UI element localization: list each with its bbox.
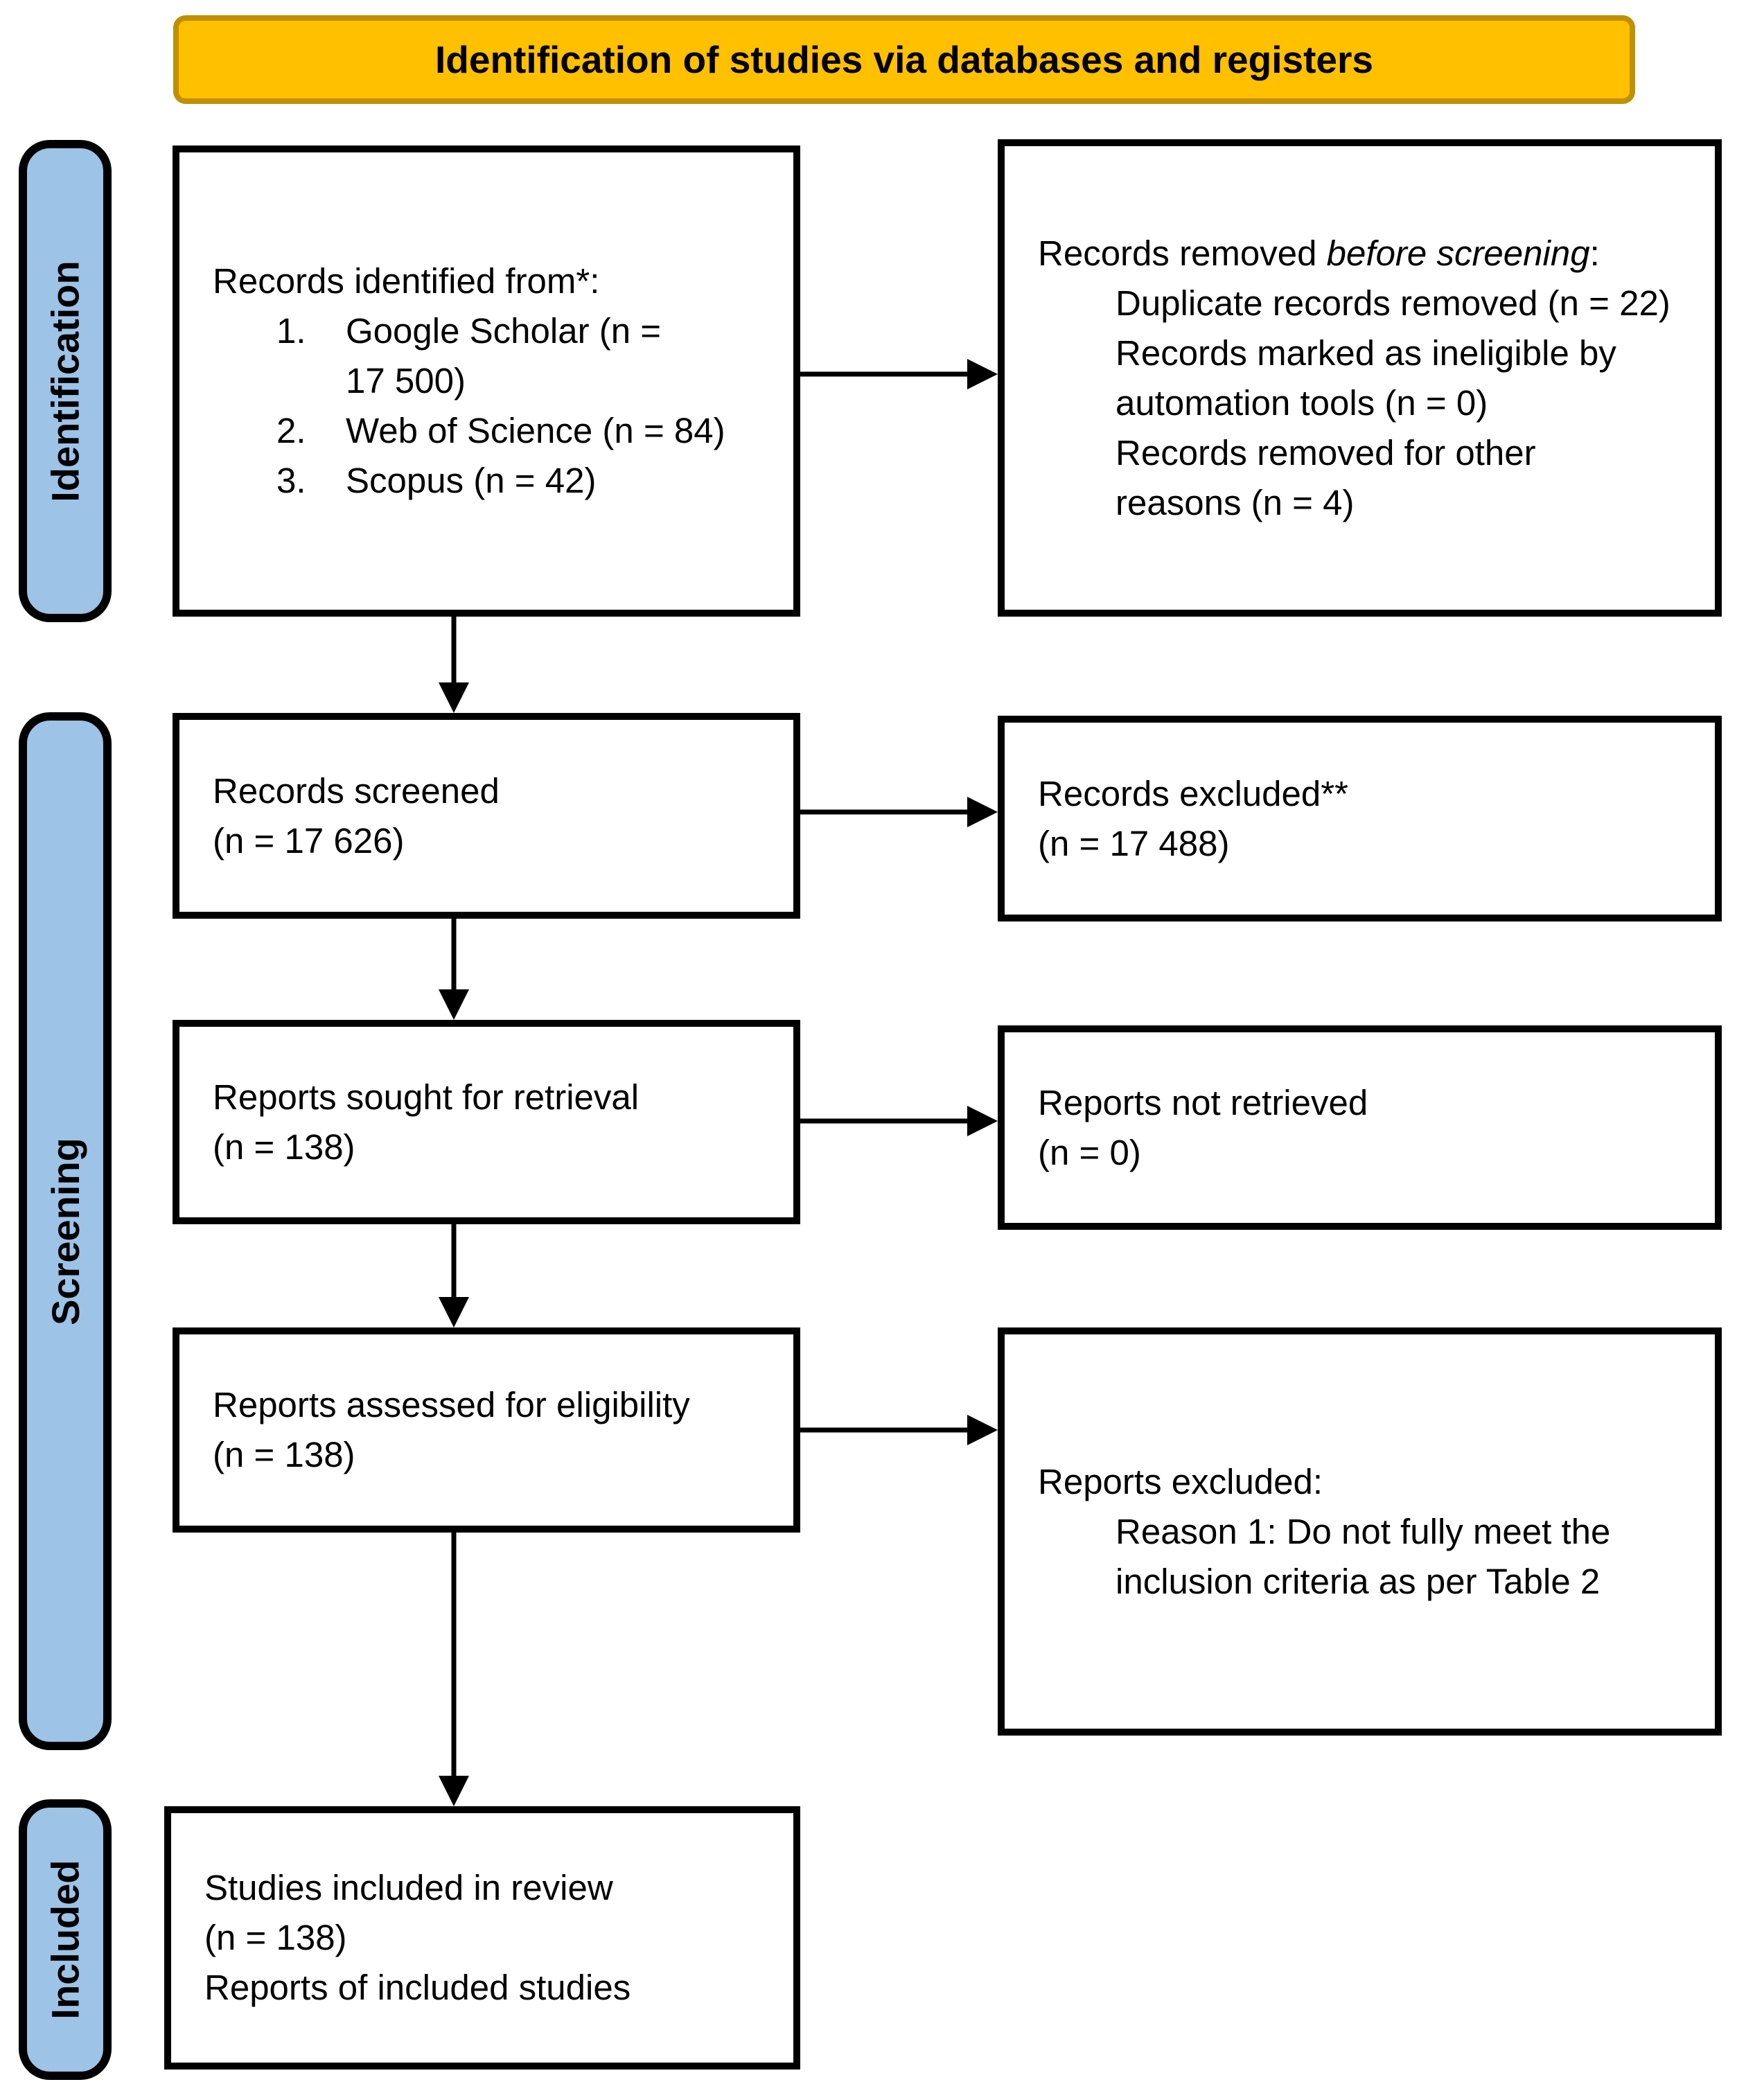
box-records-identified: Records identified from*: 1. Google Scho…	[173, 145, 800, 617]
list-item: Records removed for other reasons (n = 4…	[1116, 432, 1536, 522]
phase-bar-included: Included	[19, 1799, 112, 2080]
phase-bar-screening: Screening	[19, 712, 112, 1750]
list-item: Reason 1: Do not fully meet the inclusio…	[1116, 1511, 1611, 1601]
arrow-assessed-to-reports-excluded	[800, 1415, 998, 1445]
list-item-text: Web of Science (n = 84)	[346, 411, 725, 450]
box-reports-sought: Reports sought for retrieval (n = 138)	[173, 1020, 800, 1224]
records-removed-intro-suffix: :	[1589, 233, 1600, 273]
records-identified-intro: Records identified from*:	[213, 261, 600, 301]
studies-included-text: Studies included in review (n = 138) Rep…	[204, 1868, 631, 2007]
records-removed-intro-prefix: Records removed	[1038, 233, 1327, 273]
arrow-sought-to-assessed	[439, 1224, 469, 1327]
records-excluded-text: Records excluded** (n = 17 488)	[1038, 773, 1348, 863]
box-reports-not-retrieved: Reports not retrieved (n = 0)	[998, 1025, 1722, 1230]
reports-assessed-text: Reports assessed for eligibility (n = 13…	[213, 1385, 690, 1474]
arrow-identified-to-removed	[800, 359, 998, 389]
list-item: 2. Web of Science (n = 84)	[213, 406, 768, 456]
records-removed-intro: Records removed before screening:	[1038, 229, 1690, 279]
arrow-screened-to-sought	[439, 919, 469, 1020]
phase-label-identification: Identification	[43, 260, 87, 502]
banner: Identification of studies via databases …	[173, 15, 1635, 104]
reports-not-retrieved-text: Reports not retrieved (n = 0)	[1038, 1082, 1368, 1172]
reports-sought-text: Reports sought for retrieval (n = 138)	[213, 1077, 640, 1167]
arrow-identified-to-screened	[439, 617, 469, 713]
box-records-removed: Records removed before screening: Duplic…	[998, 139, 1722, 617]
box-reports-excluded: Reports excluded: Reason 1: Do not fully…	[998, 1327, 1722, 1736]
list-item: Records marked as ineligible by automati…	[1116, 333, 1616, 423]
arrow-sought-to-not-retrieved	[800, 1106, 998, 1136]
box-studies-included: Studies included in review (n = 138) Rep…	[164, 1806, 800, 2070]
arrow-assessed-to-included	[439, 1533, 469, 1806]
phase-label-screening: Screening	[43, 1137, 87, 1325]
list-item-number: 1.	[276, 311, 306, 351]
list-item: 3. Scopus (n = 42)	[213, 456, 768, 506]
banner-title: Identification of studies via databases …	[435, 38, 1373, 81]
phase-label-included: Included	[43, 1860, 87, 2020]
list-item: 1. Google Scholar (n = 17 500)	[213, 306, 768, 406]
list-item-text: Google Scholar (n = 17 500)	[346, 311, 662, 400]
box-records-excluded: Records excluded** (n = 17 488)	[998, 716, 1722, 921]
box-records-screened: Records screened (n = 17 626)	[173, 713, 800, 919]
box-reports-assessed: Reports assessed for eligibility (n = 13…	[173, 1327, 800, 1533]
list-item-number: 3.	[276, 461, 306, 500]
phase-bar-identification: Identification	[19, 140, 112, 622]
records-removed-intro-emphasis: before screening	[1326, 233, 1590, 273]
list-item: Duplicate records removed (n = 22)	[1116, 283, 1670, 323]
arrow-screened-to-excluded	[800, 797, 998, 827]
list-item-text: Scopus (n = 42)	[346, 461, 597, 500]
records-screened-text: Records screened (n = 17 626)	[213, 770, 500, 861]
reports-excluded-intro: Reports excluded:	[1038, 1461, 1323, 1501]
list-item-number: 2.	[276, 411, 306, 450]
